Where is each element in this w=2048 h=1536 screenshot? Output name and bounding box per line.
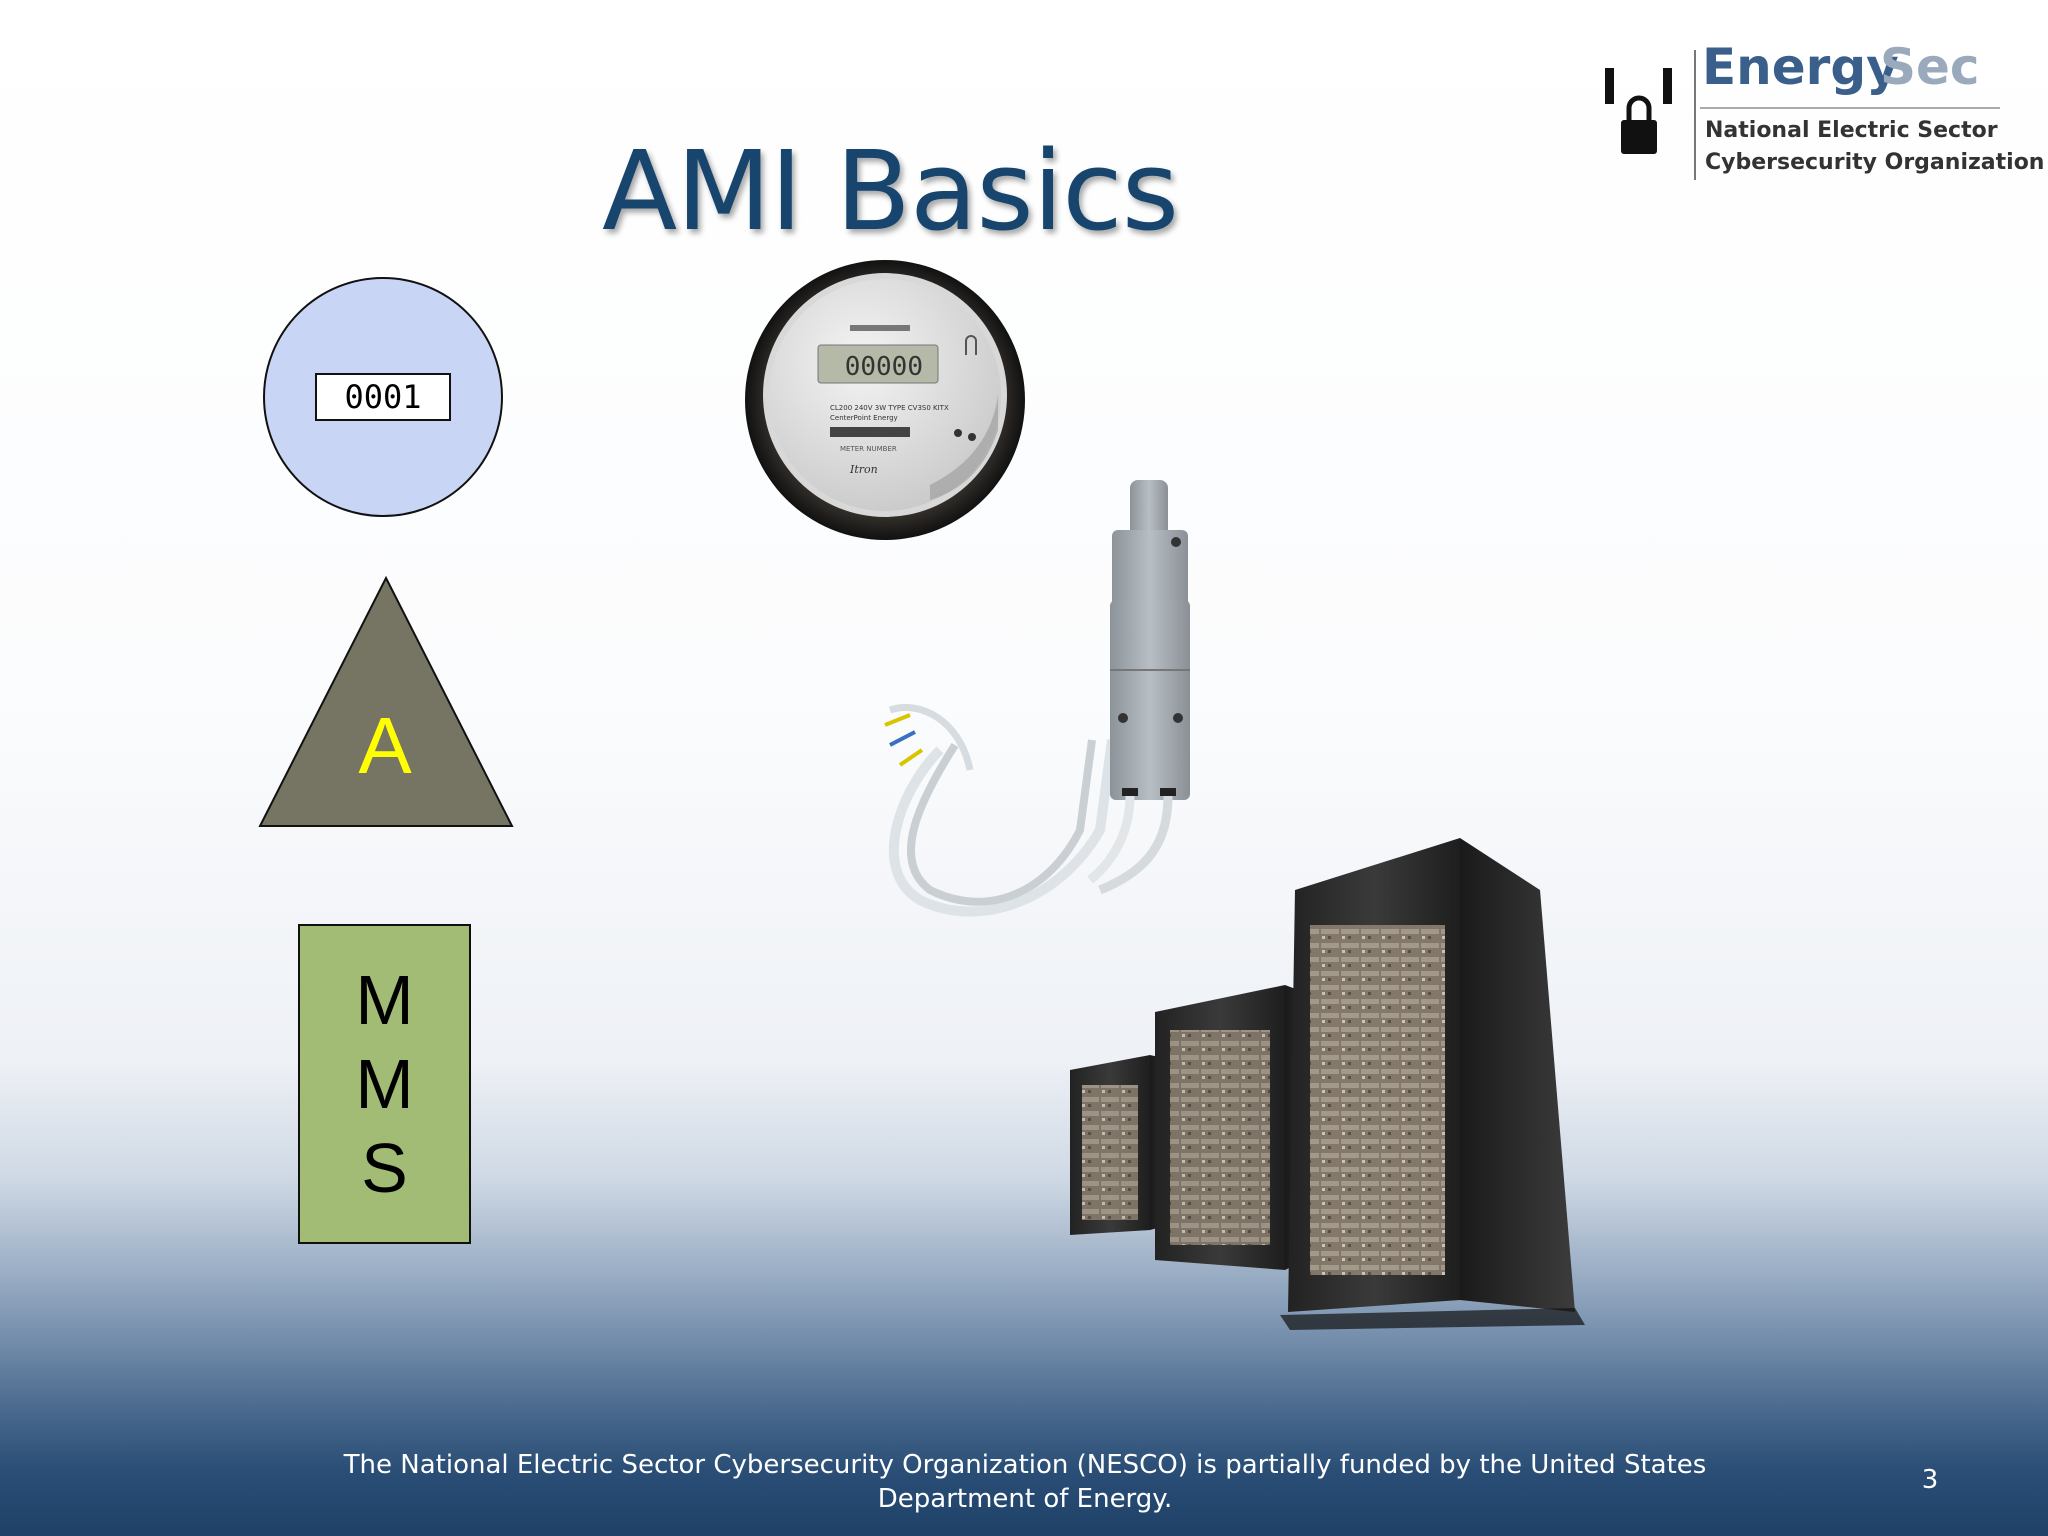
- meter-utility-text: CenterPoint Energy: [830, 414, 898, 422]
- mms-letter: M: [355, 1045, 414, 1123]
- page-number: 3: [1921, 1465, 1939, 1495]
- lock-icon: [1605, 68, 1672, 154]
- access-point-triangle: [258, 576, 514, 827]
- slide-title: AMI Basics: [601, 127, 1179, 255]
- access-point-label: A: [358, 701, 412, 790]
- meter-lcd-digits: 00000: [845, 352, 923, 382]
- logo-wordmark-energy: Energy: [1702, 38, 1899, 96]
- svg-text:CL200 240V 3W TYPE CV3S0 KITX: CL200 240V 3W TYPE CV3S0 KITX: [830, 404, 949, 412]
- mms-box: M M S: [298, 924, 471, 1244]
- logo-subtitle-line1: National Electric Sector: [1705, 118, 1998, 143]
- meter-brand: Itron: [849, 463, 878, 476]
- server-racks-image: [1070, 838, 1585, 1330]
- mms-letter: S: [361, 1129, 408, 1207]
- mms-letter: M: [355, 961, 414, 1039]
- comm-module-image: [884, 480, 1190, 917]
- footer-funding-note: The National Electric Sector Cybersecuri…: [343, 1450, 1707, 1514]
- energysec-logo: [1605, 50, 2000, 180]
- logo-wordmark-sec: Sec: [1880, 38, 1980, 96]
- smart-meter-image: 00000 CL200 240V 3W TYPE CV3S0 KITX Cent…: [745, 260, 1025, 540]
- meter-reading: 0001: [315, 373, 451, 421]
- meter-number-label: METER NUMBER: [840, 445, 897, 453]
- logo-subtitle-line2: Cybersecurity Organization: [1705, 150, 2045, 175]
